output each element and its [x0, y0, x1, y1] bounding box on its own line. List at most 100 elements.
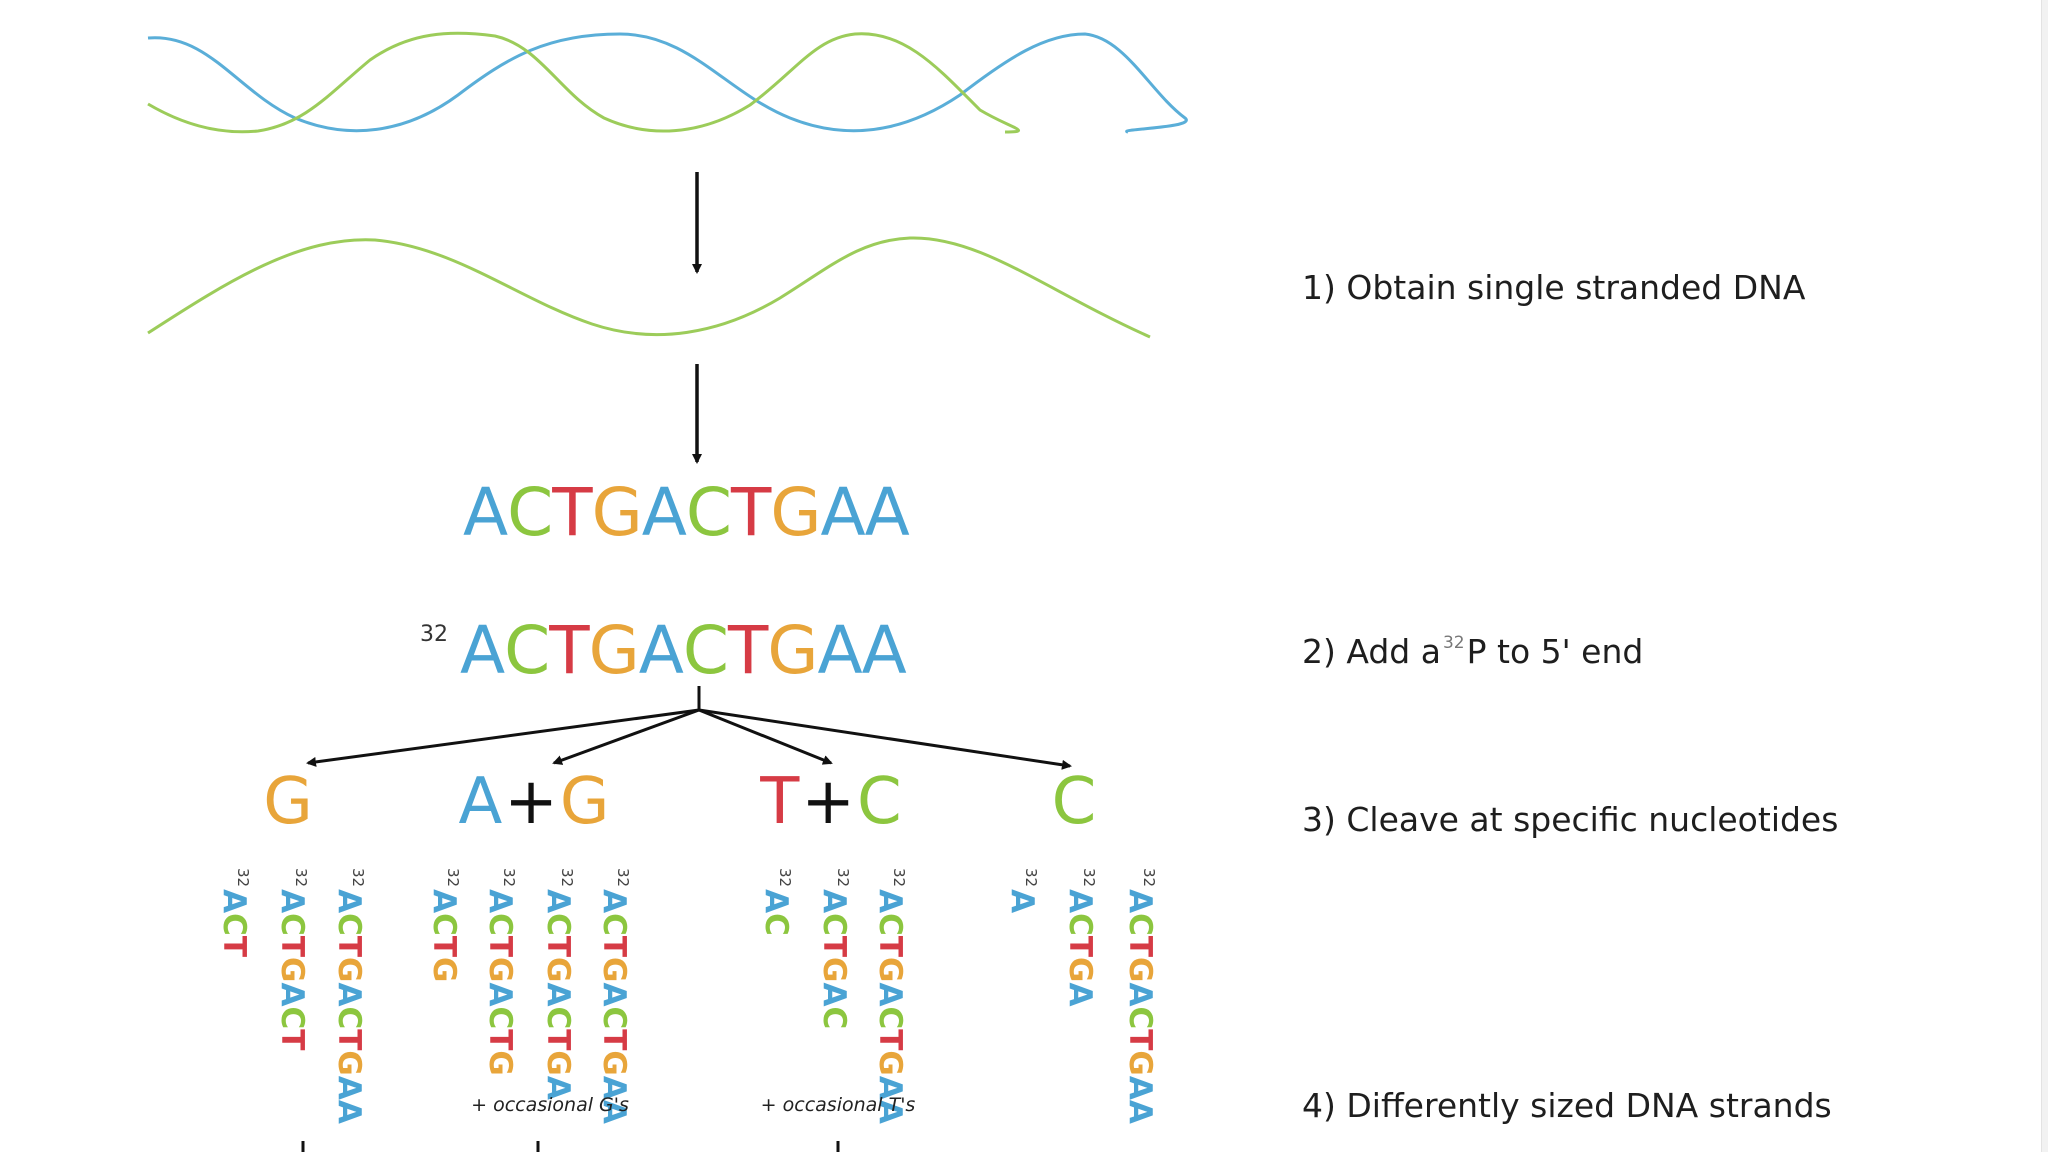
labeled-seq-base-g: G: [589, 618, 639, 684]
fragment-base-t: T: [274, 936, 310, 957]
step-2-suffix: P to 5' end: [1467, 632, 1644, 671]
fragment-base-t: T: [331, 1029, 367, 1050]
fragment-base-a: A: [1122, 889, 1158, 913]
step-2-prefix: 2) Add a: [1302, 632, 1441, 671]
fragment-base-t: T: [482, 936, 518, 957]
fragment-base-a: A: [872, 889, 908, 913]
fragment-base-g: G: [596, 957, 632, 982]
fragment-isotope: 32: [500, 868, 518, 887]
fragment-base-a: A: [596, 889, 632, 913]
seq-base-c: C: [507, 480, 552, 546]
reaction-g-label: G: [263, 770, 313, 834]
fragment-base-t: T: [1062, 936, 1098, 957]
fragment-base-c: C: [482, 913, 518, 936]
fragment-base-t: T: [596, 1029, 632, 1050]
fragment-base-t: T: [482, 1029, 518, 1050]
fragment-base-t: T: [426, 936, 462, 957]
plus-sign: +: [504, 765, 558, 839]
fragment-isotope: 32: [776, 868, 794, 887]
arrow-to-tc: [699, 710, 831, 763]
fragment-base-t: T: [596, 936, 632, 957]
reaction-a-plus-g-label: A+G: [459, 770, 610, 834]
fragment-base-c: C: [331, 1006, 367, 1029]
fragment-base-c: C: [1122, 913, 1158, 936]
fragment-strand: 32ACTGACTG: [484, 868, 516, 1076]
fragment-strand: 32ACTG: [428, 868, 460, 982]
fragment-strand: 32ACTGAC: [818, 868, 850, 1029]
fragment-base-c: C: [540, 913, 576, 936]
fragment-strand: 32ACTGACTGAA: [874, 868, 906, 1124]
fragment-base-a: A: [274, 889, 310, 913]
fragment-isotope: 32: [234, 868, 252, 887]
fragment-base-t: T: [331, 936, 367, 957]
fragment-base-t: T: [274, 1029, 310, 1050]
labeled-seq-base-a: A: [817, 618, 861, 684]
fragment-base-a: A: [1122, 1100, 1158, 1124]
fragment-base-c: C: [758, 913, 794, 936]
fragment-base-t: T: [1122, 1029, 1158, 1050]
fragment-base-c: C: [1122, 1006, 1158, 1029]
fragment-base-a: A: [1122, 982, 1158, 1006]
cleave-base-c: C: [1052, 765, 1097, 839]
fragment-base-c: C: [872, 913, 908, 936]
note-occasional-g: + occasional G's: [471, 1094, 629, 1116]
fragment-base-c: C: [216, 913, 252, 936]
fragment-base-a: A: [816, 889, 852, 913]
cleave-base-g: G: [263, 765, 313, 839]
fragment-base-a: A: [1062, 982, 1098, 1006]
reaction-t-plus-c-label: T+C: [760, 770, 901, 834]
fragment-base-a: A: [216, 889, 252, 913]
cleave-base-a: A: [459, 765, 503, 839]
fragment-base-a: A: [1122, 1076, 1158, 1100]
isotope-label: 32: [420, 622, 448, 647]
ssdna-strand: [148, 238, 1150, 337]
labeled-dna-sequence: ACTGACTGAA: [460, 618, 906, 684]
fragment-isotope: 32: [1022, 868, 1040, 887]
fragment-strand: 32ACTGACTGAA: [598, 868, 630, 1124]
seq-base-a: A: [642, 480, 686, 546]
fragment-isotope: 32: [890, 868, 908, 887]
fragment-base-g: G: [274, 957, 310, 982]
fragment-base-g: G: [816, 957, 852, 982]
fragment-strand: 32ACTGACTGAA: [333, 868, 365, 1124]
fragment-base-c: C: [816, 913, 852, 936]
cleave-base-t: T: [760, 765, 799, 839]
fragment-base-c: C: [274, 1006, 310, 1029]
fragment-base-a: A: [1062, 889, 1098, 913]
fragment-base-c: C: [540, 1006, 576, 1029]
fragment-isotope: 32: [1140, 868, 1158, 887]
fragment-base-g: G: [482, 957, 518, 982]
seq-base-t: T: [731, 480, 770, 546]
arrow-to-c: [699, 710, 1070, 766]
dna-sequence: ACTGACTGAA: [463, 480, 909, 546]
labeled-seq-base-t: T: [728, 618, 767, 684]
step-1-caption: 1) Obtain single stranded DNA: [1302, 268, 1805, 307]
dna-strand-blue: [148, 34, 1186, 132]
fragment-isotope: 32: [444, 868, 462, 887]
fragment-base-a: A: [540, 889, 576, 913]
fragment-base-g: G: [540, 1050, 576, 1075]
fragment-base-c: C: [274, 913, 310, 936]
seq-base-a: A: [463, 480, 507, 546]
fragment-base-t: T: [872, 936, 908, 957]
fragment-base-a: A: [482, 889, 518, 913]
fragment-base-a: A: [331, 982, 367, 1006]
labeled-seq-base-a: A: [460, 618, 504, 684]
cleave-base-c: C: [857, 765, 902, 839]
fragment-strand: 32ACTGACTGA: [542, 868, 574, 1100]
fragment-base-c: C: [596, 1006, 632, 1029]
step-4-caption: 4) Differently sized DNA strands: [1302, 1086, 1832, 1125]
fragment-base-t: T: [540, 936, 576, 957]
dna-strand-green: [148, 33, 1019, 132]
fragment-base-a: A: [331, 1076, 367, 1100]
plus-sign: +: [801, 765, 855, 839]
fragment-base-g: G: [426, 957, 462, 982]
fragment-strand: 32ACTGACT: [276, 868, 308, 1050]
fragment-base-a: A: [758, 889, 794, 913]
fragment-isotope: 32: [834, 868, 852, 887]
fragment-base-t: T: [540, 1029, 576, 1050]
fragment-base-a: A: [596, 982, 632, 1006]
labeled-seq-base-c: C: [504, 618, 549, 684]
